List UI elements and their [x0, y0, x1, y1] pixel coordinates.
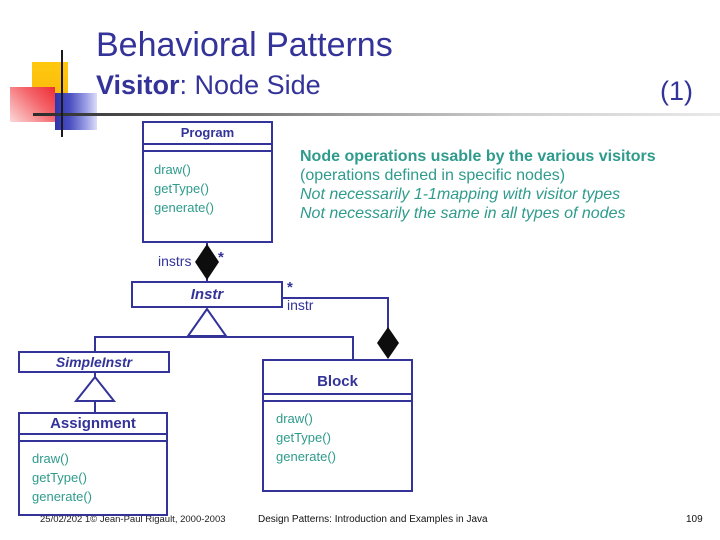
method-item: draw(): [276, 411, 313, 426]
class-box-instr: Instr: [131, 281, 283, 308]
edge-multiplicity-star: *: [287, 279, 293, 296]
attributes-compartment: [20, 435, 166, 442]
class-title: Block: [264, 361, 411, 395]
inheritance-triangle-icon: [73, 375, 117, 402]
slide-title: Behavioral Patterns: [96, 26, 393, 64]
edge-label-instr: instr: [287, 297, 314, 313]
class-box-block: Block draw() getType() generate(): [262, 359, 413, 492]
annotation-line-2: (operations defined in specific nodes): [300, 167, 566, 184]
annotation-line-3: Not necessarily 1-1mapping with visitor …: [300, 186, 621, 203]
method-item: draw(): [32, 451, 69, 466]
subtitle-pattern-name: Visitor: [96, 70, 180, 100]
method-item: getType(): [276, 430, 331, 445]
class-title: Instr: [190, 286, 224, 303]
class-title: Program: [144, 123, 271, 145]
attributes-compartment: [264, 395, 411, 402]
methods-list: draw() getType() generate(): [264, 402, 411, 466]
composition-diamond-icon: [195, 244, 219, 280]
slide-subtitle: Visitor: Node Side: [96, 70, 321, 101]
method-item: getType(): [32, 470, 87, 485]
subtitle-rest: : Node Side: [179, 70, 321, 100]
footer-page-number: 109: [686, 514, 703, 525]
method-item: generate(): [276, 449, 336, 464]
footer-course-title: Design Patterns: Introduction and Exampl…: [258, 514, 488, 525]
class-box-program: Program draw() getType() generate(): [142, 121, 273, 243]
footer-copyright: 25/02/202 1© Jean-Paul Rigault, 2000-200…: [40, 514, 226, 525]
method-item: generate(): [154, 200, 214, 215]
methods-list: draw() getType() generate(): [144, 152, 271, 217]
slide-sequence-marker: (1): [660, 76, 693, 106]
instr-block-edge: [283, 297, 389, 332]
method-item: generate(): [32, 489, 92, 504]
method-item: getType(): [154, 181, 209, 196]
logo-red-square: [10, 87, 55, 122]
composition-diamond-icon: [377, 327, 399, 359]
annotation-line-4: Not necessarily the same in all types of…: [300, 205, 626, 222]
attributes-compartment: [144, 145, 271, 152]
edge-label-instrs: instrs: [158, 253, 192, 269]
annotation-text: Node operations usable by the various vi…: [300, 147, 720, 223]
title-divider-rule: [33, 113, 720, 116]
class-title: Assignment: [20, 414, 166, 435]
logo-crosshair-line: [61, 50, 63, 137]
method-item: draw(): [154, 162, 191, 177]
class-title: SimpleInstr: [55, 354, 133, 370]
class-box-assignment: Assignment draw() getType() generate(): [18, 412, 168, 516]
class-box-simpleinstr: SimpleInstr: [18, 351, 170, 373]
inheritance-triangle-icon: [186, 307, 228, 337]
methods-list: draw() getType() generate(): [20, 442, 166, 506]
annotation-line-1: Node operations usable by the various vi…: [300, 148, 656, 165]
edge-multiplicity-star: *: [218, 249, 224, 266]
